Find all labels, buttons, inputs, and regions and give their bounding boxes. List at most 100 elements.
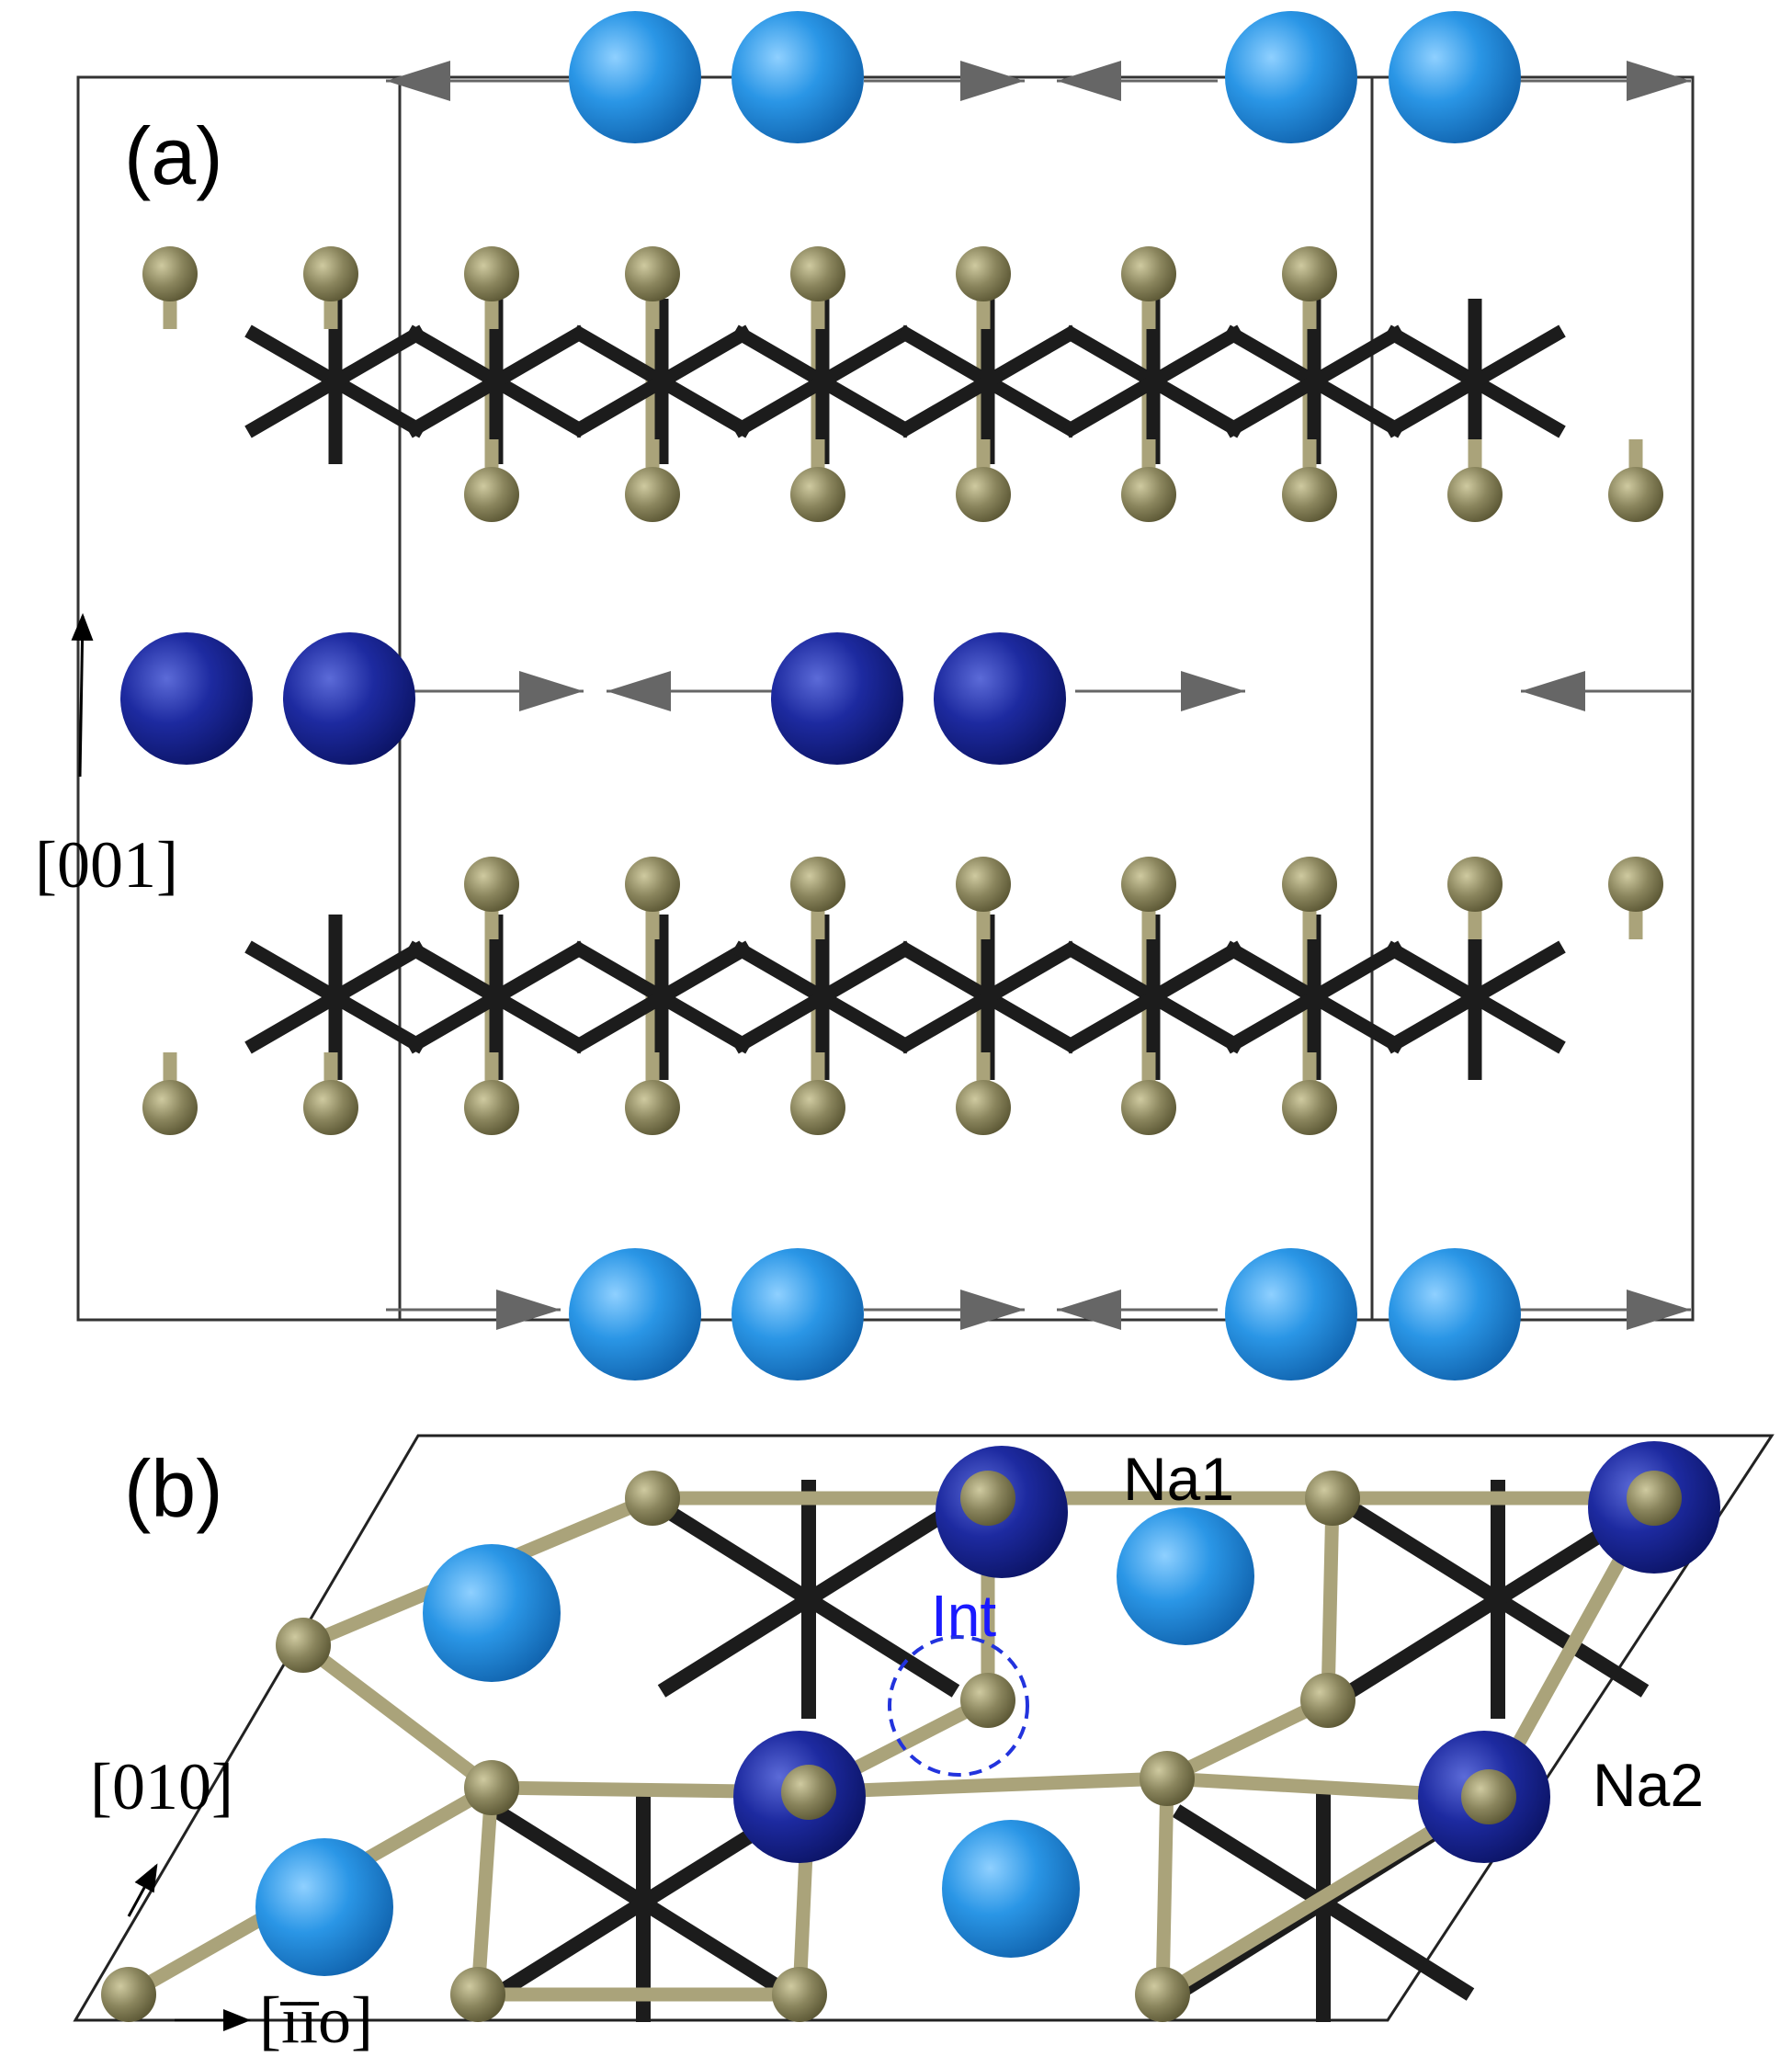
framework-atom xyxy=(450,1967,505,2022)
bonds xyxy=(163,884,1643,1108)
framework-atom xyxy=(101,1967,156,2022)
framework-bond xyxy=(1321,1497,1340,1701)
framework-atom xyxy=(1140,1751,1195,1806)
atoms xyxy=(101,1441,1720,2022)
bonds xyxy=(163,274,1643,494)
interstitial-label: Int xyxy=(931,1583,996,1649)
unit-cell-rhombus xyxy=(73,1434,1775,2022)
framework-atom xyxy=(790,246,845,301)
framework-atom xyxy=(464,246,519,301)
na2-atom xyxy=(120,632,253,765)
na1-atom xyxy=(1117,1507,1254,1645)
framework-atom xyxy=(790,857,845,912)
framework-atom xyxy=(1461,1769,1516,1824)
framework-atom xyxy=(625,467,680,522)
framework-atom xyxy=(956,1080,1011,1135)
framework-atom xyxy=(960,1471,1015,1526)
framework-atom xyxy=(1282,857,1337,912)
atoms xyxy=(142,857,1663,1135)
framework-atom xyxy=(625,1080,680,1135)
framework-atom xyxy=(956,857,1011,912)
na1-atom xyxy=(1389,1248,1521,1381)
framework-atom xyxy=(142,1080,198,1135)
framework-atom xyxy=(303,246,358,301)
sodium-atoms-panel-a xyxy=(120,11,1521,1381)
framework-atom xyxy=(625,857,680,912)
displacement-arrow-head xyxy=(1181,671,1245,711)
framework-atom xyxy=(464,1080,519,1135)
displacement-arrows xyxy=(386,61,1691,1330)
displacement-arrow-head xyxy=(496,1290,561,1330)
framework-atom xyxy=(303,1080,358,1135)
framework-atom xyxy=(1282,246,1337,301)
framework-atom xyxy=(1121,1080,1176,1135)
framework-atom xyxy=(1282,1080,1337,1135)
framework-atom xyxy=(1627,1471,1682,1526)
axis-001-label: [001] xyxy=(35,828,178,902)
framework-atom xyxy=(1608,467,1663,522)
na2-label: Na2 xyxy=(1593,1751,1704,1819)
framework-atom xyxy=(1121,246,1176,301)
framework-atom xyxy=(960,1673,1015,1728)
framework-atom xyxy=(1121,857,1176,912)
displacement-arrow-head xyxy=(1521,671,1585,711)
na2-atom xyxy=(283,632,415,765)
panel-a-label: (a) xyxy=(124,110,223,201)
displacement-arrow-head xyxy=(1627,61,1691,101)
displacement-arrow-head xyxy=(1057,61,1121,101)
displacement-arrow-head xyxy=(1627,1290,1691,1330)
panel-b: (b) Int Na1 Na2 [010] [īīo] xyxy=(73,1434,1775,2057)
framework-atom xyxy=(790,1080,845,1135)
axis-010-label: [010] xyxy=(90,1750,233,1824)
displacement-arrow-head xyxy=(960,1290,1025,1330)
framework-atom xyxy=(1608,857,1663,912)
framework-atom xyxy=(276,1618,331,1673)
unit-cell-frame xyxy=(76,75,1695,1322)
panel-b-label: (b) xyxy=(124,1443,223,1534)
framework-network-panel-b xyxy=(101,1441,1720,2022)
framework-atom xyxy=(956,246,1011,301)
na1-atom xyxy=(569,1248,701,1381)
na2-atom xyxy=(934,632,1066,765)
atoms xyxy=(142,246,1663,522)
framework-layer-upper xyxy=(142,246,1663,522)
framework-bond xyxy=(1155,1778,1174,1995)
framework-bond xyxy=(1163,1694,1332,1785)
na1-atom xyxy=(1225,1248,1357,1381)
framework-layer-lower xyxy=(142,857,1663,1135)
framework-atom xyxy=(1121,467,1176,522)
axis-010-arrow xyxy=(127,1863,158,1917)
axis-110-label: [īīo] xyxy=(259,1983,373,2057)
framework-atom xyxy=(1447,857,1503,912)
framework-atom xyxy=(1135,1967,1190,2022)
framework-atom xyxy=(625,1471,680,1526)
na1-label: Na1 xyxy=(1123,1445,1234,1513)
na1-atom xyxy=(1389,11,1521,143)
na1-atom xyxy=(1225,11,1357,143)
displacement-arrow-head xyxy=(960,61,1025,101)
framework-atom xyxy=(790,467,845,522)
framework-atom xyxy=(464,467,519,522)
axis-001-arrow xyxy=(71,613,94,778)
displacement-arrow-head xyxy=(519,671,584,711)
framework-atom xyxy=(464,1760,519,1815)
framework-atom xyxy=(1447,467,1503,522)
framework-bond xyxy=(471,1787,499,1995)
framework-atom xyxy=(142,246,198,301)
na1-atom xyxy=(732,11,864,143)
displacement-arrow-head xyxy=(386,61,450,101)
framework-atom xyxy=(1282,467,1337,522)
framework-atom xyxy=(464,857,519,912)
displacement-arrow-head xyxy=(607,671,671,711)
panel-a: (a) [001] xyxy=(35,11,1695,1381)
na1-atom xyxy=(732,1248,864,1381)
framework-atom xyxy=(1300,1673,1355,1728)
interstitial-site-marker xyxy=(888,1635,1029,1777)
displacement-arrow-head xyxy=(1057,1290,1121,1330)
framework-atom xyxy=(772,1967,827,2022)
na2-atom xyxy=(771,632,903,765)
na1-atom xyxy=(255,1838,393,1976)
na1-atom xyxy=(569,11,701,143)
framework-atom xyxy=(625,246,680,301)
